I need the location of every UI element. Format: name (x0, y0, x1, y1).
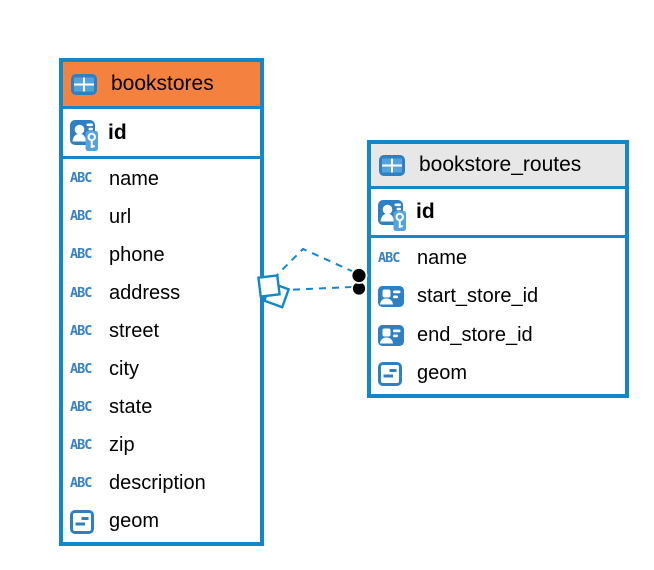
column-name: url (109, 205, 132, 228)
primary-key-row[interactable]: id (63, 109, 260, 159)
column-name: state (109, 396, 153, 419)
text-icon: ABC (70, 436, 92, 453)
reference-icon (378, 286, 410, 308)
text-icon: ABC (70, 398, 92, 415)
relationship-target-dot[interactable] (350, 267, 368, 284)
table-icon (71, 73, 103, 95)
column-name: description (109, 472, 206, 495)
geometry-icon (378, 361, 410, 386)
id-key-icon (70, 114, 102, 151)
column-name: id (416, 200, 435, 223)
text-icon: ABC (70, 360, 92, 377)
table-header[interactable]: bookstores (63, 62, 260, 109)
column-name: name (109, 167, 160, 190)
text-icon: ABC (70, 208, 92, 225)
table-header[interactable]: bookstore_routes (371, 144, 625, 189)
column-row-name[interactable]: ABC name (371, 239, 625, 278)
column-row-state[interactable]: ABC state (63, 389, 260, 427)
column-name: geom (109, 510, 160, 533)
text-icon: ABC (70, 322, 92, 339)
entity-bookstore_routes[interactable]: bookstore_routes id ABC name start_store_i… (367, 140, 629, 398)
column-name: address (109, 281, 181, 304)
relationship-line-0[interactable] (270, 247, 355, 282)
column-row-zip[interactable]: ABC zip (63, 427, 260, 465)
text-icon: ABC (70, 284, 92, 301)
column-row-address[interactable]: ABC address (63, 274, 260, 312)
text-icon: ABC (70, 475, 92, 492)
column-name: geom (417, 362, 468, 385)
primary-key-row[interactable]: id (371, 189, 625, 238)
column-name: zip (109, 434, 135, 457)
column-row-city[interactable]: ABC city (63, 350, 260, 388)
column-row-start_store_id[interactable]: start_store_id (371, 278, 625, 317)
text-icon: ABC (70, 246, 92, 263)
column-row-description[interactable]: ABC description (63, 465, 260, 503)
text-icon: ABC (70, 170, 92, 187)
column-row-name[interactable]: ABC name (63, 160, 260, 198)
id-key-icon (378, 194, 410, 231)
table-icon (379, 154, 411, 176)
column-name: end_store_id (417, 323, 533, 346)
column-row-geom[interactable]: geom (63, 503, 260, 541)
column-row-phone[interactable]: ABC phone (63, 236, 260, 274)
table-name: bookstores (111, 72, 214, 95)
column-name: id (108, 120, 127, 144)
column-row-street[interactable]: ABC street (63, 312, 260, 350)
column-name: street (109, 319, 160, 342)
column-row-geom[interactable]: geom (371, 355, 625, 394)
column-name: phone (109, 243, 165, 266)
relationship-source-marker[interactable] (257, 274, 281, 298)
table-name: bookstore_routes (419, 153, 582, 176)
column-name: city (109, 358, 139, 381)
text-icon: ABC (378, 249, 400, 266)
column-row-end_store_id[interactable]: end_store_id (371, 316, 625, 355)
reference-icon (378, 324, 410, 346)
geometry-icon (70, 509, 102, 534)
column-name: start_store_id (417, 285, 539, 308)
relationship-line-1[interactable] (284, 286, 353, 291)
column-name: name (417, 246, 468, 269)
column-row-url[interactable]: ABC url (63, 198, 260, 236)
